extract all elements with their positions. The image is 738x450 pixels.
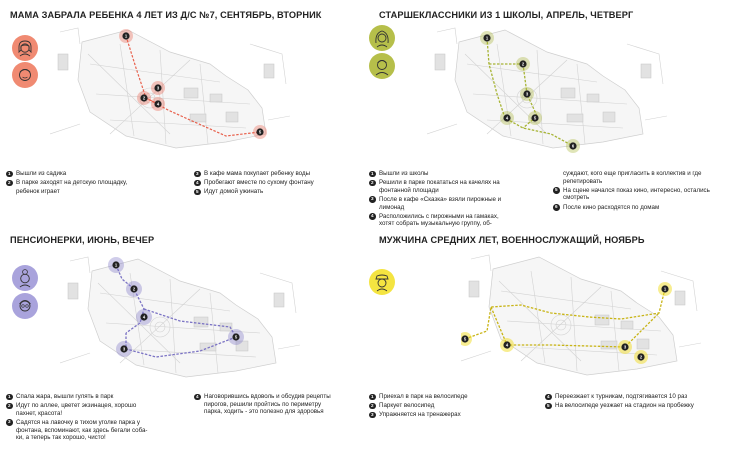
marker-label: 4 — [506, 116, 509, 121]
scenario-panel-pensioners: ПЕНСИОНЕРКИ, ИЮНЬ, ВЕЧЕР — [0, 225, 369, 450]
panel-title: МУЖЧИНА СРЕДНИХ ЛЕТ, ВОЕННОСЛУЖАЩИЙ, НОЯ… — [379, 235, 645, 245]
marker-label: 3 — [526, 92, 529, 97]
route-line — [125, 35, 261, 137]
marker-label: 2 — [133, 287, 136, 292]
park-map: 1 2 3 4 5 6 — [427, 27, 667, 153]
marker-label: 3 — [157, 86, 160, 91]
panel-title: ПЕНСИОНЕРКИ, ИЮНЬ, ВЕЧЕР — [10, 235, 155, 245]
marker-label: 4 — [157, 102, 160, 107]
marker-label: 1 — [115, 263, 118, 268]
steps-list-right: суждают, кого еще пригласить в коллектив… — [553, 170, 738, 213]
park-map: 1 2 3 4 5 — [60, 256, 300, 378]
teen-boy-avatar-icon — [369, 53, 395, 79]
panel-title: СТАРШЕКЛАССНИКИ ИЗ 1 ШКОЛЫ, АПРЕЛЬ, ЧЕТВ… — [379, 10, 634, 20]
marker-label: 1 — [486, 36, 489, 41]
route-marker — [122, 32, 264, 136]
route-marker — [112, 261, 240, 353]
route-marker — [461, 285, 669, 361]
marker-label: 2 — [143, 96, 146, 101]
park-map: 1 2 3 4 5 — [50, 27, 290, 149]
marker-label: 5 — [534, 116, 537, 121]
route-marker — [483, 34, 577, 150]
marker-label: 4 — [143, 315, 146, 320]
marker-label: 3 — [123, 347, 126, 352]
scenario-panel-mother-child: МАМА ЗАБРАЛА РЕБЕНКА 4 ЛЕТ ИЗ Д/С №7, СЕ… — [0, 0, 369, 225]
old-woman-avatar-icon — [12, 265, 38, 291]
scenario-panel-teens: СТАРШЕКЛАССНИКИ ИЗ 1 ШКОЛЫ, АПРЕЛЬ, ЧЕТВ… — [369, 0, 738, 227]
marker-label: 4 — [506, 343, 509, 348]
old-woman-glasses-avatar-icon — [12, 293, 38, 319]
marker-label: 5 — [235, 335, 238, 340]
marker-label: 2 — [640, 355, 643, 360]
soldier-avatar-icon — [369, 269, 395, 295]
marker-label: 5 — [464, 337, 467, 342]
marker-label: 6 — [572, 144, 575, 149]
child-avatar-icon — [12, 62, 38, 88]
marker-label: 5 — [259, 130, 262, 135]
route-line — [464, 288, 666, 348]
marker-label: 3 — [624, 345, 627, 350]
woman-avatar-icon — [12, 35, 38, 61]
step-item-continuation: ребенок играет — [16, 188, 60, 196]
marker-label: 1 — [125, 34, 128, 39]
teen-girl-avatar-icon — [369, 25, 395, 51]
park-map: 1 2 3 4 5 — [461, 254, 701, 376]
step-item-continuation: суждают, кого еще пригласить в коллектив… — [563, 170, 702, 185]
route-line — [115, 264, 237, 358]
scenario-panel-soldier: МУЖЧИНА СРЕДНИХ ЛЕТ, ВОЕННОСЛУЖАЩИЙ, НОЯ… — [369, 225, 738, 450]
marker-label: 2 — [522, 62, 525, 67]
panel-title: МАМА ЗАБРАЛА РЕБЕНКА 4 ЛЕТ ИЗ Д/С №7, СЕ… — [10, 10, 322, 20]
marker-label: 1 — [664, 287, 667, 292]
